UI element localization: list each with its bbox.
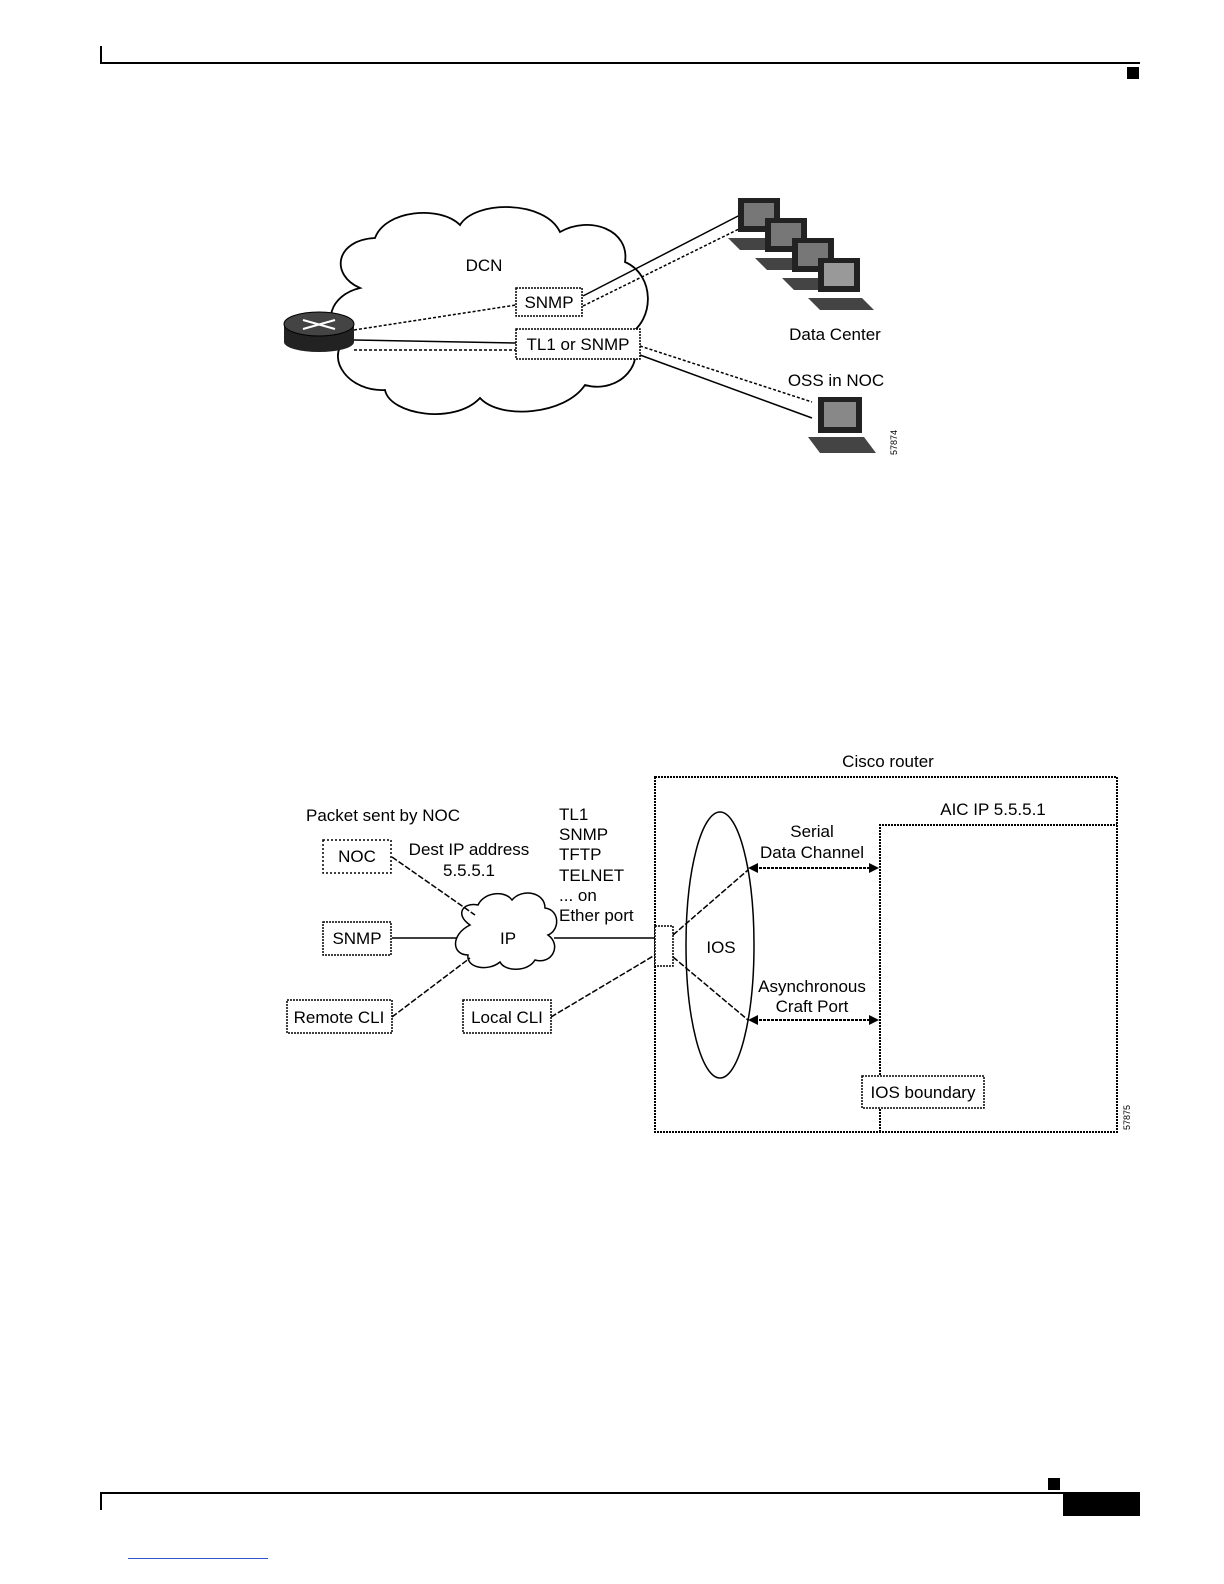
async-label-1: Asynchronous	[758, 977, 866, 996]
tl1-box-label: TL1 or SNMP	[527, 335, 630, 354]
footer-page-tab	[1063, 1494, 1140, 1516]
ios-label: IOS	[706, 938, 735, 957]
dest-ip-label-2: 5.5.5.1	[443, 861, 495, 880]
router-icon	[284, 312, 354, 352]
data-center-label: Data Center	[789, 325, 881, 344]
footer-link-underline[interactable]	[128, 1558, 268, 1559]
packet-sent-label: Packet sent by NOC	[306, 806, 460, 825]
remote-cli-label: Remote CLI	[294, 1008, 385, 1027]
protocol-label-3: TELNET	[559, 866, 624, 885]
protocol-label-5: Ether port	[559, 906, 634, 925]
aic-label: AIC IP 5.5.5.1	[940, 800, 1046, 819]
oss-workstation-icon	[808, 397, 876, 453]
figure-dcn-diagram: SNMP TL1 or SNMP DCN Data Center OSS in …	[0, 0, 1224, 480]
ether-port	[655, 926, 673, 966]
dcn-label: DCN	[466, 256, 503, 275]
protocol-label-0: TL1	[559, 805, 588, 824]
cisco-router-label: Cisco router	[842, 752, 934, 771]
local-cli-label: Local CLI	[471, 1008, 543, 1027]
footer-rule	[100, 1492, 1140, 1494]
ip-cloud-label: IP	[500, 929, 516, 948]
snmp-box-2-label: SNMP	[332, 929, 381, 948]
noc-box-label: NOC	[338, 847, 376, 866]
snmp-box-label: SNMP	[524, 293, 573, 312]
ios-boundary-label: IOS boundary	[871, 1083, 976, 1102]
oss-label: OSS in NOC	[788, 371, 884, 390]
footer-left-tick	[100, 1492, 102, 1510]
dcn-cloud	[331, 207, 648, 414]
footer-marker	[1048, 1478, 1060, 1490]
protocol-label-1: SNMP	[559, 825, 608, 844]
protocol-label-2: TFTP	[559, 845, 602, 864]
serial-label-1: Serial	[790, 822, 833, 841]
async-label-2: Craft Port	[776, 997, 849, 1016]
figure-router-diagram: Cisco router AIC IP 5.5.5.1 IOS Serial D…	[0, 740, 1224, 1150]
serial-label-2: Data Channel	[760, 843, 864, 862]
figure1-id: 57874	[889, 430, 899, 455]
protocol-label-4: ... on	[559, 886, 597, 905]
dest-ip-label-1: Dest IP address	[409, 840, 530, 859]
data-center-workstations-icon	[728, 198, 874, 310]
figure2-id: 57875	[1122, 1105, 1132, 1130]
